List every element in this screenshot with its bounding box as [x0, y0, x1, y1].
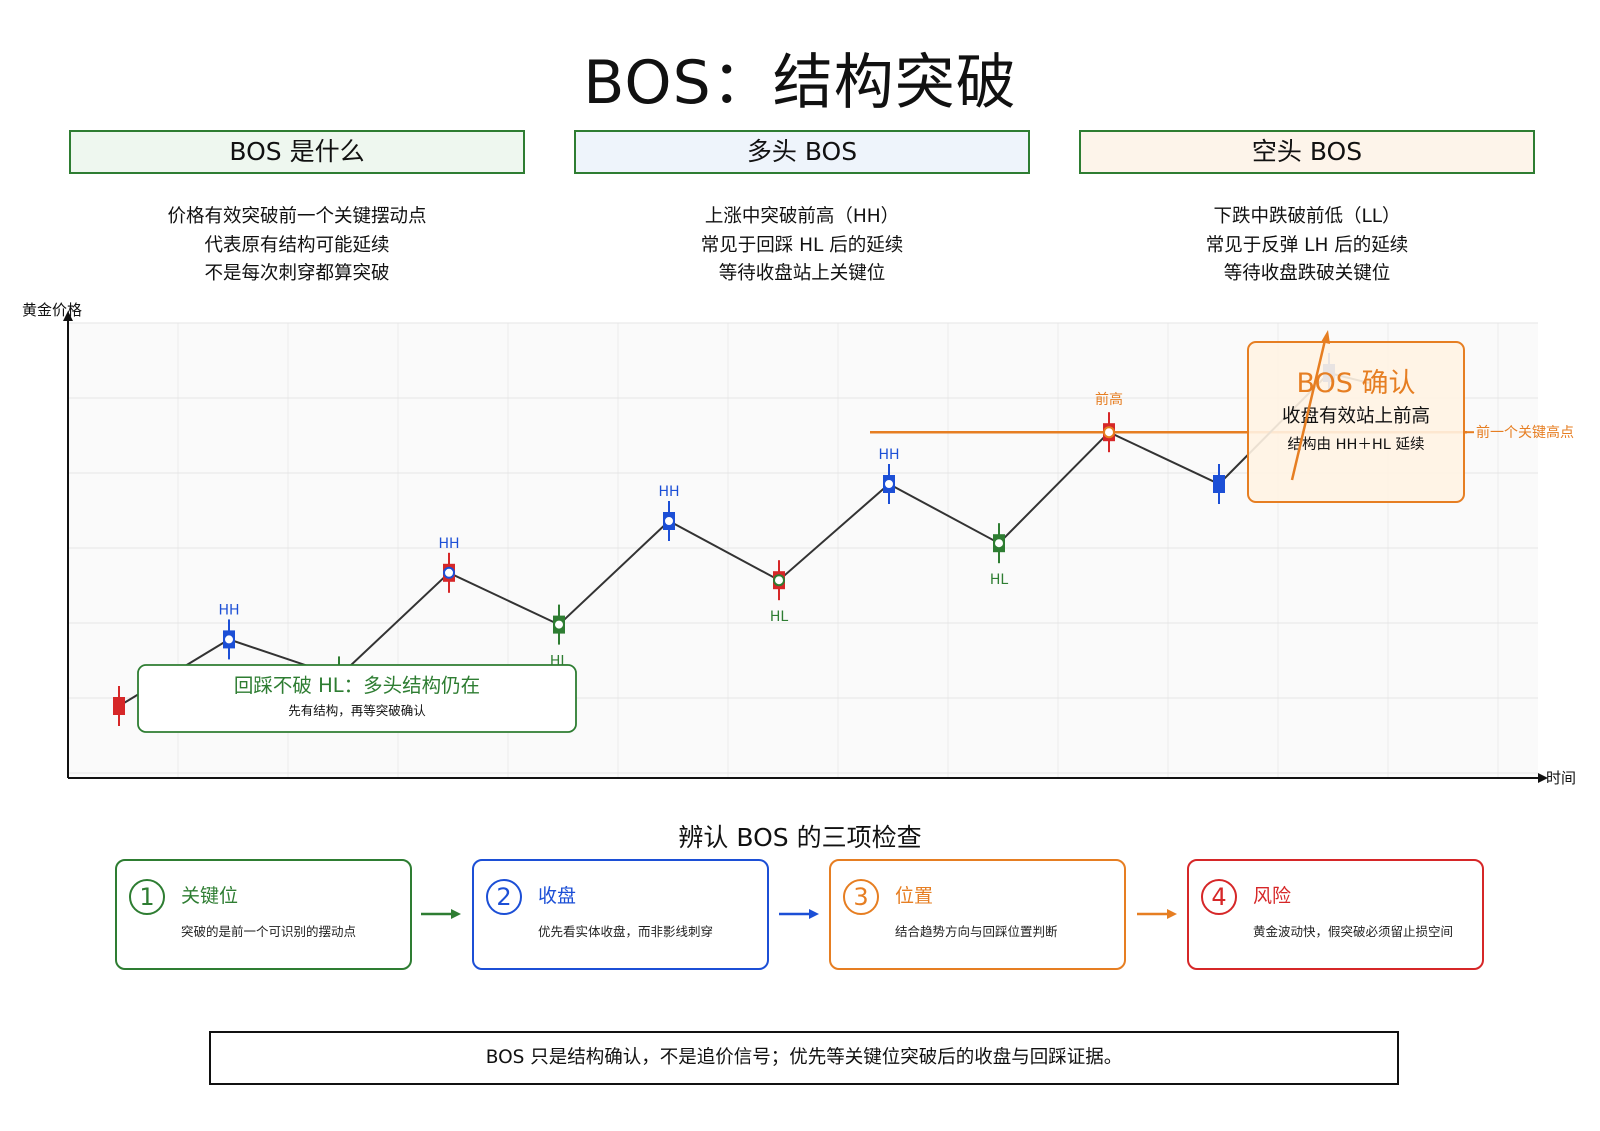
swing-label: HH: [878, 447, 899, 463]
y-axis-label: 黄金价格: [22, 301, 82, 319]
desc-line: 等待收盘站上关键位: [718, 263, 886, 284]
swing-point-marker: [773, 574, 785, 587]
desc-line: 常见于反弹 LH 后的延续: [1205, 234, 1409, 256]
desc-line: 不是每次刺穿都算突破: [204, 263, 390, 284]
step-number-icon: 1: [129, 879, 165, 915]
step-number-icon: 3: [843, 879, 879, 915]
swing-point-marker: [223, 633, 235, 646]
desc-line: 价格有效突破前一个关键摆动点: [167, 206, 427, 227]
swing-point-marker: [443, 566, 455, 579]
x-axis-arrow-icon: [1538, 773, 1548, 783]
x-axis-label: 时间: [1546, 769, 1576, 787]
swing-point-marker: [553, 618, 565, 631]
arrow-right-icon: [779, 909, 819, 919]
check-card-close: 2 收盘 优先看实体收盘，而非影线刺穿: [472, 859, 769, 970]
page-title: BOS：结构突破: [583, 48, 1017, 118]
check-title: 位置: [895, 885, 934, 907]
checks-title: 辨认 BOS 的三项检查: [678, 823, 922, 852]
candle-body: [113, 697, 125, 715]
desc-line: 代表原有结构可能延续: [204, 234, 390, 256]
desc-line: 下跌中跌破前低（LL）: [1213, 206, 1401, 227]
header-bearish-bos: 空头 BOS: [1079, 130, 1535, 174]
step-number-icon: 2: [486, 879, 522, 915]
desc-bullish-bos: 上涨中突破前高（HH） 常见于回踩 HL 后的延续 等待收盘站上关键位: [574, 203, 1030, 289]
swing-label: HL: [990, 572, 1009, 588]
check-desc: 结合趋势方向与回踩位置判断: [895, 924, 1058, 939]
y-axis-arrow-icon: [63, 311, 73, 321]
arrow-right-icon: [421, 909, 461, 919]
swing-point-marker: [883, 478, 895, 490]
swing-label: HH: [438, 536, 459, 552]
swing-point-marker: [993, 537, 1005, 550]
desc-what-is-bos: 价格有效突破前一个关键摆动点 代表原有结构可能延续 不是每次刺穿都算突破: [69, 203, 525, 289]
check-desc: 黄金波动快，假突破必须留止损空间: [1253, 924, 1454, 939]
step-number-icon: 4: [1201, 879, 1237, 915]
candle-body: [1213, 475, 1225, 493]
check-desc: 优先看实体收盘，而非影线刺穿: [538, 924, 714, 939]
note-box-title: 回踩不破 HL：多头结构仍在: [234, 674, 480, 697]
swing-point-marker: [663, 515, 675, 527]
desc-line: 等待收盘跌破关键位: [1223, 263, 1391, 284]
check-card-position: 3 位置 结合趋势方向与回踩位置判断: [829, 859, 1126, 970]
header-bullish-bos: 多头 BOS: [574, 130, 1030, 174]
note-box: 回踩不破 HL：多头结构仍在 先有结构，再等突破确认: [137, 664, 577, 733]
note-box-sub: 先有结构，再等突破确认: [288, 703, 426, 718]
check-desc: 突破的是前一个可识别的摆动点: [181, 924, 357, 939]
swing-label: 前高: [1095, 391, 1123, 408]
swing-point-marker: [1103, 426, 1115, 439]
breakout-arrow-head-icon: [1321, 330, 1330, 344]
check-card-key-level: 1 关键位 突破的是前一个可识别的摆动点: [115, 859, 412, 970]
swing-label: HH: [218, 602, 239, 618]
check-title: 收盘: [538, 885, 577, 907]
footer-note: BOS 只是结构确认，不是追价信号；优先等关键位突破后的收盘与回踩证据。: [209, 1031, 1399, 1085]
swing-label: HH: [658, 484, 679, 500]
header-what-is-bos: BOS 是什么: [69, 130, 525, 174]
desc-line: 常见于回踩 HL 后的延续: [700, 234, 904, 256]
check-title: 关键位: [181, 885, 239, 907]
key-level-label: 前一个关键高点: [1476, 424, 1574, 441]
arrow-right-icon: [1137, 909, 1177, 919]
bos-box-line2: 结构由 HH＋HL 延续: [1287, 436, 1424, 453]
bos-confirm-box: BOS 确认 收盘有效站上前高 结构由 HH＋HL 延续: [1247, 341, 1465, 503]
desc-bearish-bos: 下跌中跌破前低（LL） 常见于反弹 LH 后的延续 等待收盘跌破关键位: [1079, 203, 1535, 289]
check-title: 风险: [1253, 885, 1292, 907]
check-card-risk: 4 风险 黄金波动快，假突破必须留止损空间: [1187, 859, 1484, 970]
bos-box-line1: 收盘有效站上前高: [1282, 406, 1430, 427]
desc-line: 上涨中突破前高（HH）: [704, 206, 900, 227]
breakout-arrow: [1290, 335, 1328, 481]
swing-label: HL: [770, 609, 789, 625]
